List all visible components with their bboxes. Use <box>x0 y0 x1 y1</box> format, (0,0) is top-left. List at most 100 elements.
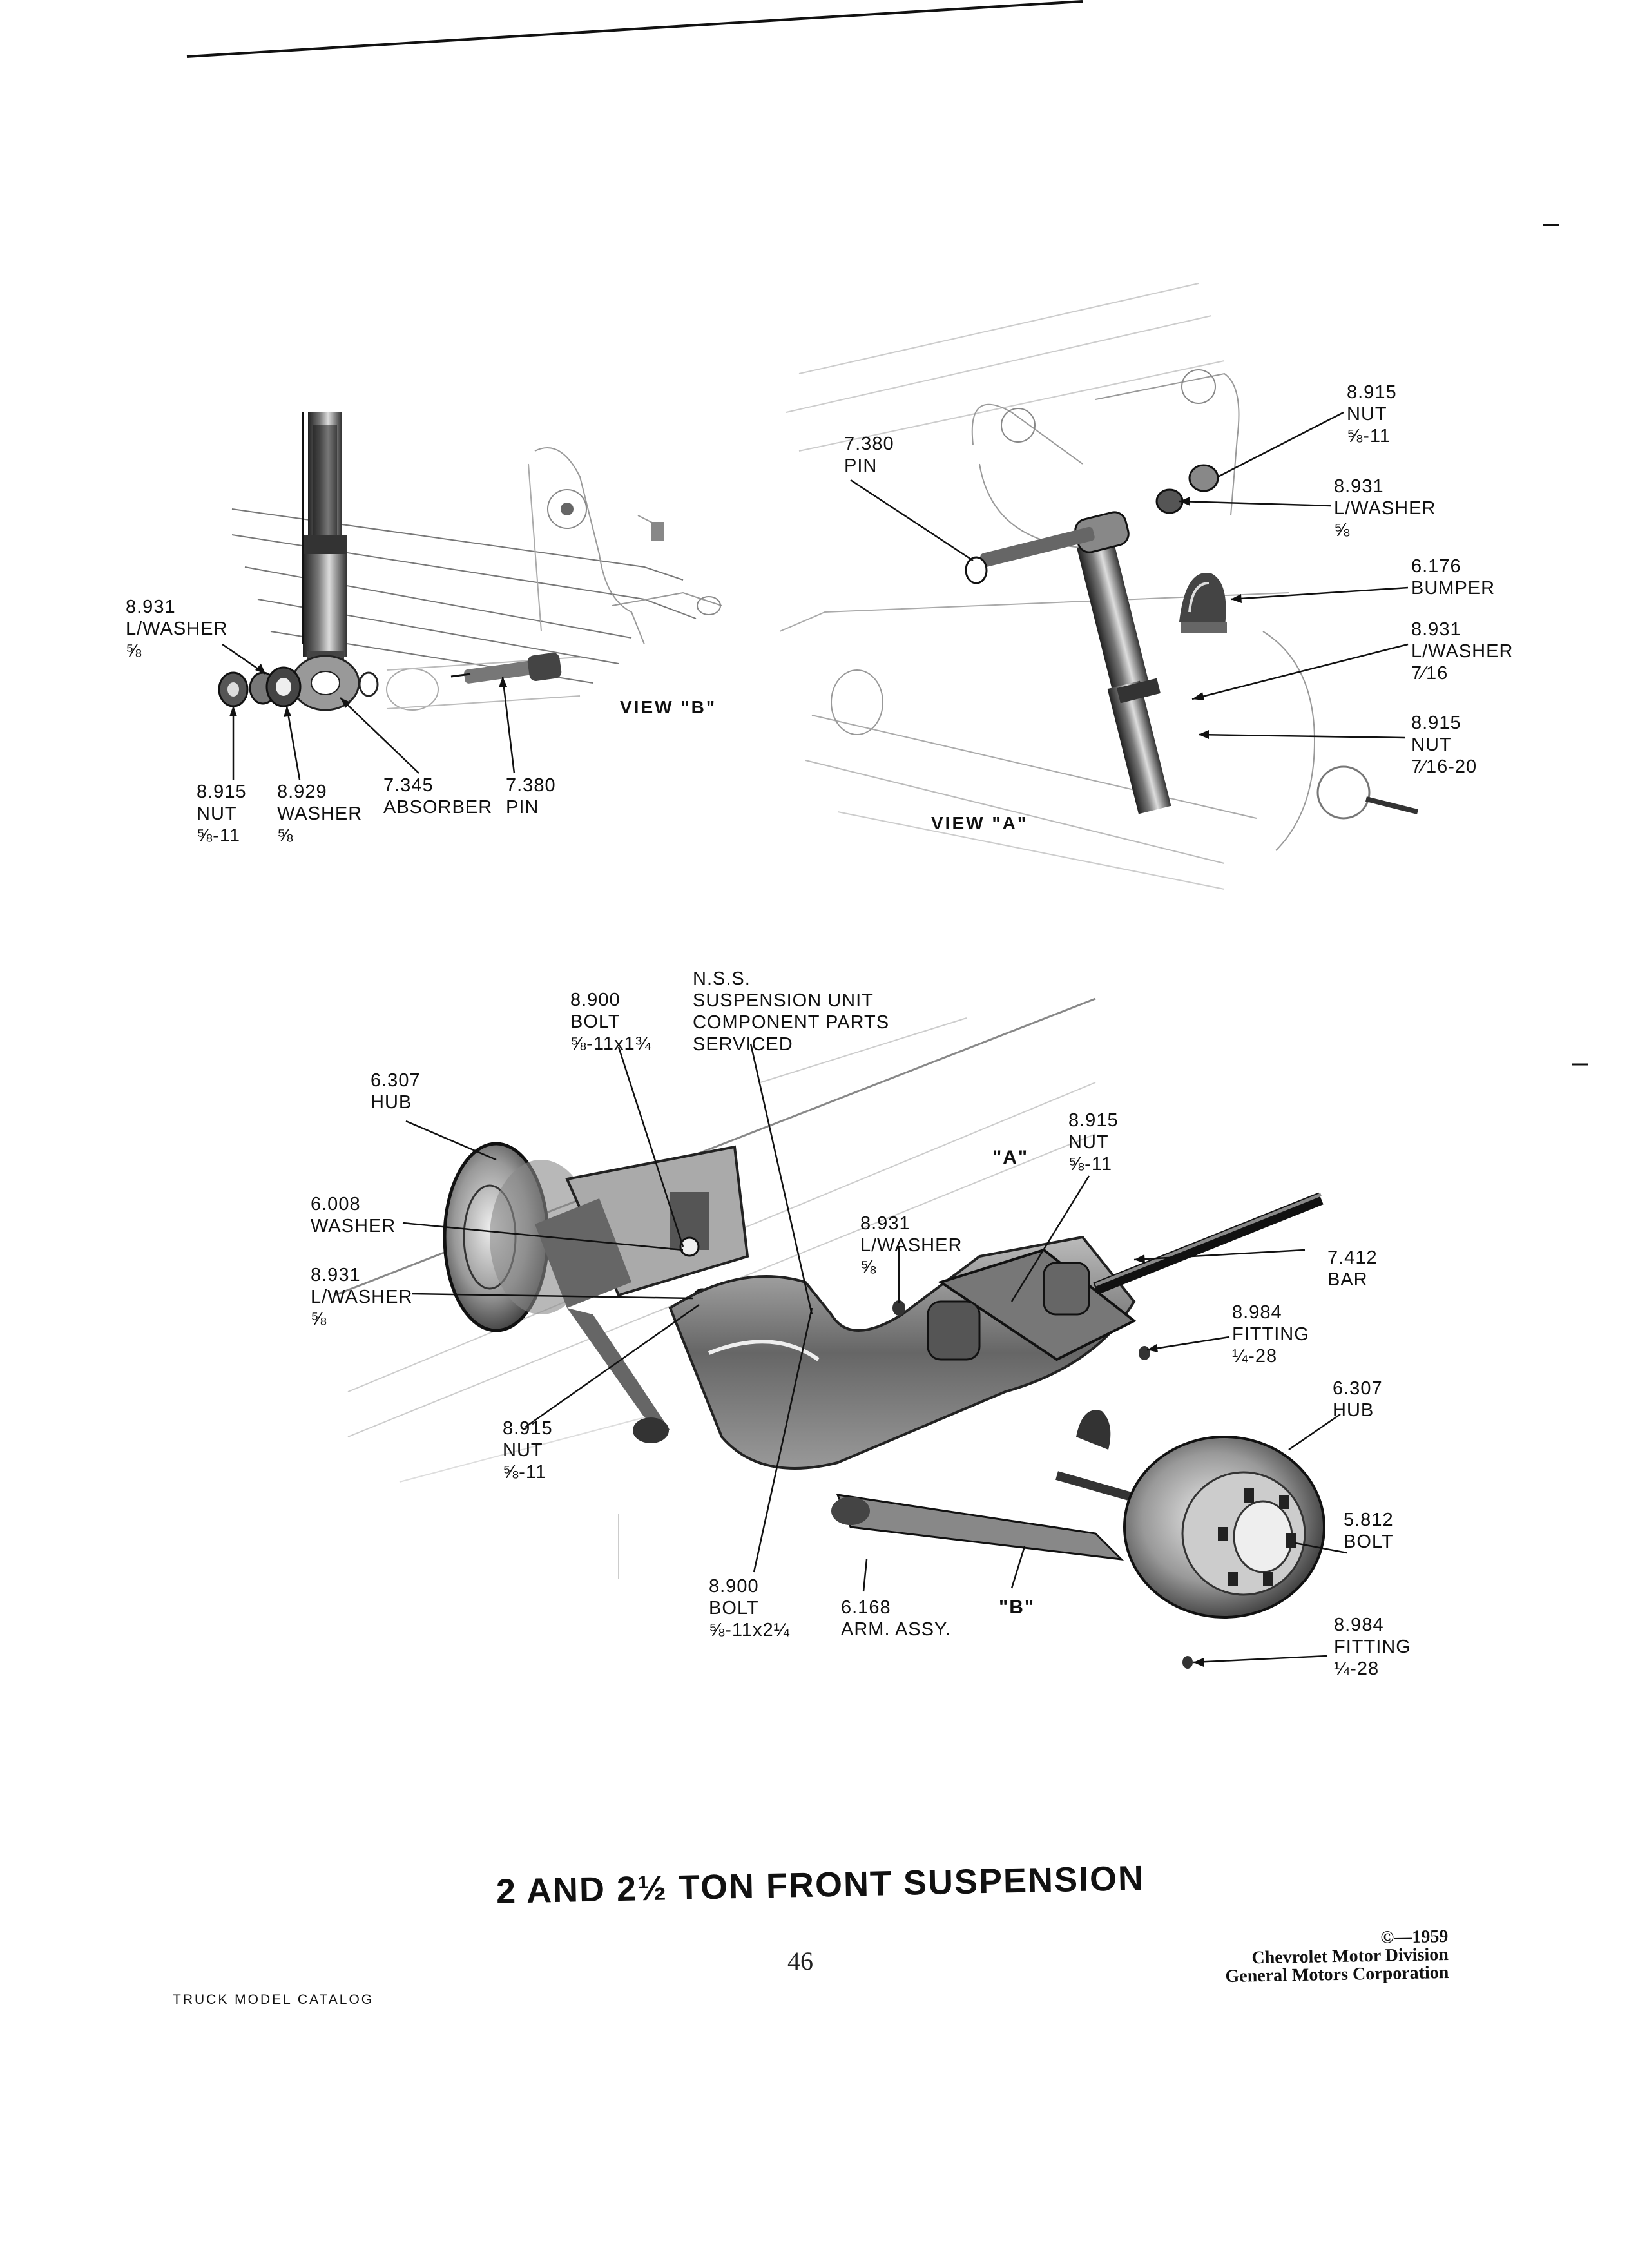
leader-arrows <box>229 497 1242 1667</box>
part-name: L/WASHER <box>1411 641 1514 662</box>
part-size: ⅝ <box>126 640 142 661</box>
part-size: ¼-28 <box>1232 1346 1278 1367</box>
callout-main-arm-assy: 6.168 ARM. ASSY. <box>841 1597 951 1640</box>
copyright-block: ©—1959 Chevrolet Motor Division General … <box>1224 1927 1449 1987</box>
part-name: L/WASHER <box>1334 498 1436 519</box>
part-size: ¼-28 <box>1334 1658 1380 1679</box>
part-name: BOLT <box>709 1598 759 1619</box>
callout-main-lwasher-center: 8.931 L/WASHER ⅝ <box>860 1213 962 1278</box>
part-name: BUMPER <box>1411 578 1496 599</box>
part-number: 8.915 <box>1068 1110 1119 1131</box>
part-name: NUT <box>1068 1132 1109 1153</box>
part-size: ⅝ <box>860 1257 877 1278</box>
view-b-reference-marker: "B" <box>999 1597 1036 1618</box>
callout-main-nut-left: 8.915 NUT ⅝-11 <box>503 1418 553 1483</box>
callout-line: SUSPENSION UNIT <box>693 990 874 1011</box>
part-name: WASHER <box>277 803 363 824</box>
view-b-label: VIEW "B" <box>620 697 717 717</box>
part-name: L/WASHER <box>311 1287 413 1307</box>
absorber-view-a <box>965 464 1227 814</box>
part-number: 8.931 <box>860 1213 911 1234</box>
part-size: ⅝-11 <box>1347 426 1391 447</box>
part-name: NUT <box>503 1440 543 1461</box>
part-number: 6.307 <box>371 1070 421 1091</box>
part-name: PIN <box>506 797 539 818</box>
callout-main-bolt-upper: 8.900 BOLT ⅝-11x1¾ <box>570 989 651 1055</box>
part-size: ⅝-11 <box>197 825 240 846</box>
part-name: BAR <box>1327 1269 1368 1290</box>
callout-line: N.S.S. <box>693 968 751 989</box>
part-size: ⅝ <box>1334 520 1351 541</box>
part-number: 8.915 <box>197 782 247 802</box>
part-size: 7⁄16 <box>1411 663 1449 684</box>
part-number: 6.307 <box>1333 1378 1383 1399</box>
part-name: BOLT <box>1344 1532 1394 1552</box>
callout-main-fitting-lower: 8.984 FITTING ¼-28 <box>1334 1614 1411 1680</box>
part-name: HUB <box>371 1092 412 1113</box>
callout-main-nut-right: 8.915 NUT ⅝-11 <box>1068 1110 1119 1175</box>
page-number: 46 <box>787 1946 813 1975</box>
part-number: 7.380 <box>506 775 556 796</box>
callout-view-b-lwasher: 8.931 L/WASHER ⅝ <box>126 596 227 662</box>
callout-main-lwasher-left: 8.931 L/WASHER ⅝ <box>311 1264 412 1330</box>
part-number: 8.929 <box>277 782 327 802</box>
part-number: 8.915 <box>1347 382 1397 403</box>
part-size: ⅝-11 <box>503 1462 546 1483</box>
callout-view-b-washer: 8.929 WASHER ⅝ <box>277 781 362 847</box>
callout-view-b-nut: 8.915 NUT ⅝-11 <box>197 781 247 847</box>
part-number: 8.915 <box>503 1418 553 1439</box>
part-name: L/WASHER <box>860 1235 963 1256</box>
part-name: L/WASHER <box>126 619 228 639</box>
callout-view-a-lwasher: 8.931 L/WASHER ⅝ <box>1334 476 1436 541</box>
part-number: 8.931 <box>1334 476 1384 497</box>
callout-main-bolt-lower: 8.900 BOLT ⅝-11x2¼ <box>709 1575 790 1641</box>
callout-view-b-absorber: 7.345 ABSORBER <box>383 774 492 818</box>
part-name: NUT <box>197 803 237 824</box>
callout-view-a-nut-7-16: 8.915 NUT 7⁄16-20 <box>1411 712 1477 778</box>
part-name: NUT <box>1347 404 1387 425</box>
part-size: ⅝-11x2¼ <box>709 1620 790 1640</box>
callout-nss-suspension-unit: N.S.S. SUSPENSION UNIT COMPONENT PARTS S… <box>693 968 889 1055</box>
part-name: BOLT <box>570 1012 621 1032</box>
callout-view-b-pin: 7.380 PIN <box>506 774 556 818</box>
part-name: PIN <box>844 456 878 476</box>
part-number: 7.345 <box>383 775 434 796</box>
part-number: 5.812 <box>1344 1510 1394 1530</box>
part-number: 8.984 <box>1334 1615 1384 1635</box>
callout-view-a-bumper: 6.176 BUMPER <box>1411 555 1495 599</box>
part-number: 6.176 <box>1411 556 1461 577</box>
absorber-view-b <box>218 412 562 711</box>
callout-view-a-lwasher-7-16: 8.931 L/WASHER 7⁄16 <box>1411 619 1513 684</box>
callout-main-bolt-wheel: 5.812 BOLT <box>1344 1509 1394 1553</box>
part-name: FITTING <box>1334 1637 1411 1657</box>
callout-line: SERVICED <box>693 1034 793 1055</box>
part-name: WASHER <box>311 1216 396 1236</box>
callout-view-a-nut: 8.915 NUT ⅝-11 <box>1347 381 1397 447</box>
part-size: ⅝ <box>311 1309 327 1329</box>
part-number: 8.984 <box>1232 1302 1282 1323</box>
part-name: NUT <box>1411 735 1452 755</box>
part-number: 7.412 <box>1327 1247 1378 1268</box>
callout-main-hub-right: 6.307 HUB <box>1333 1378 1383 1421</box>
part-size: 7⁄16-20 <box>1411 756 1478 777</box>
callout-main-washer: 6.008 WASHER <box>311 1193 396 1237</box>
part-number: 8.931 <box>126 597 176 617</box>
main-components <box>443 1142 1325 1669</box>
part-name: ABSORBER <box>383 797 493 818</box>
callout-line: COMPONENT PARTS <box>693 1012 890 1033</box>
callout-main-hub-left: 6.307 HUB <box>371 1070 421 1113</box>
part-number: 7.380 <box>844 434 894 454</box>
top-rule <box>186 0 1083 58</box>
part-number: 6.168 <box>841 1597 891 1618</box>
part-number: 6.008 <box>311 1194 361 1215</box>
part-size: ⅝-11 <box>1068 1154 1112 1175</box>
part-number: 8.900 <box>709 1576 759 1597</box>
part-size: ⅝-11x1¾ <box>570 1033 651 1054</box>
part-name: FITTING <box>1232 1324 1309 1345</box>
copyright-corporation: General Motors Corporation <box>1225 1962 1449 1987</box>
callout-main-bar: 7.412 BAR <box>1327 1247 1378 1291</box>
view-a-illustration <box>779 283 1418 890</box>
callout-main-fitting-upper: 8.984 FITTING ¼-28 <box>1232 1302 1309 1367</box>
part-size: ⅝ <box>277 825 294 846</box>
